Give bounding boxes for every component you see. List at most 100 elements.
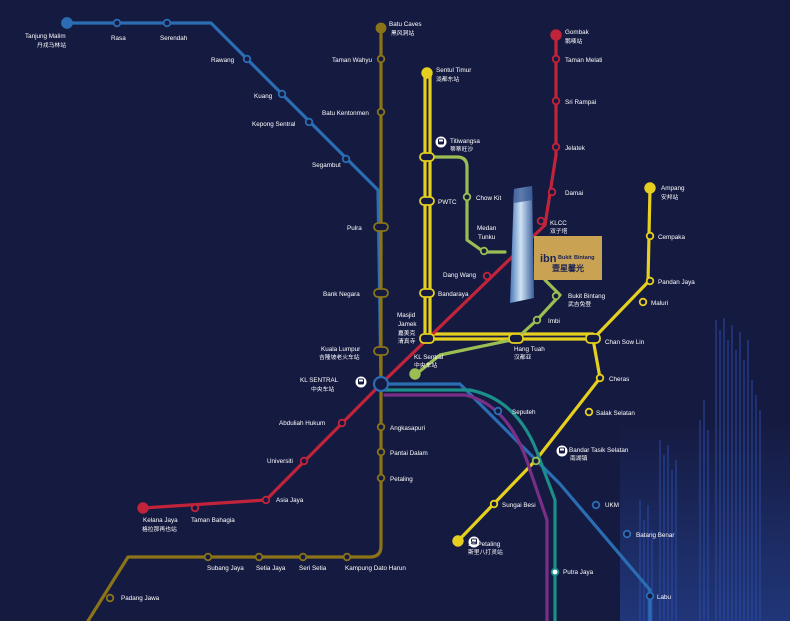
- landmark-brand-sub1: Bukit: [558, 255, 572, 261]
- label-ampang: Ampang: [661, 185, 685, 192]
- label-sentul-timur-cn: 泷都东站: [436, 75, 459, 83]
- label-batu-kentonmen: Batu Kentonmen: [322, 110, 369, 117]
- label-batang-benar: Batang Benar: [636, 532, 675, 539]
- label-masjid: Masjid: [397, 312, 416, 319]
- skyline-glow: [620, 420, 790, 621]
- interchange-marker: [373, 288, 389, 298]
- station-dot: [645, 276, 655, 286]
- station-dot: [462, 192, 472, 202]
- label-ukm: UKM: [605, 502, 619, 509]
- label-seputeh: Seputeh: [512, 409, 536, 416]
- station-dot: [342, 552, 352, 562]
- landmark-tower: ibn Bukit Bintang 壹星馨光: [510, 186, 602, 303]
- station-dot: [550, 29, 562, 41]
- station-dot: [341, 154, 351, 164]
- station-dot: [645, 231, 655, 241]
- label-kelana-jaya-cn: 格拉那再也站: [142, 525, 177, 533]
- station-dot: [137, 502, 149, 514]
- train-icon-bandar-tasik-selatan: [556, 445, 568, 457]
- station-dot: [591, 500, 601, 510]
- station-dot: [376, 473, 386, 483]
- label-kuang: Kuang: [254, 93, 273, 100]
- station-dot: [254, 552, 264, 562]
- label-titiwangsa-cn: 蒂蒂旺沙: [450, 145, 473, 153]
- station-dot: [482, 271, 492, 281]
- label-bandar-tasik-selatan-cn: 南湖镇: [570, 454, 588, 462]
- label-bukit-bintang-cn: 武吉免登: [568, 300, 591, 308]
- label-batu-caves-cn: 黑风洞站: [391, 29, 414, 37]
- interchange-marker: [508, 333, 524, 344]
- station-dot: [547, 187, 557, 197]
- label-pulra: Pulra: [347, 225, 362, 232]
- station-dot: [532, 315, 542, 325]
- station-dot: [584, 407, 594, 417]
- label-salak-selatan: Salak Selatan: [596, 410, 635, 417]
- landmark-brand: ibn: [540, 253, 557, 265]
- station-dot: [536, 216, 546, 226]
- label-universiti: Universiti: [267, 458, 293, 465]
- line-olive: [86, 23, 383, 621]
- label-sri-petaling-cn: 斯里八打灵站: [468, 548, 503, 556]
- label-tanjung-malim: Tanjung Malim: [25, 33, 66, 40]
- label-jamek: Jamek: [398, 321, 417, 328]
- station-dot: [376, 447, 386, 457]
- landmark-signboard: [534, 236, 602, 280]
- label-bandaraya: Bandaraya: [438, 291, 469, 298]
- station-dot: [61, 17, 73, 29]
- interchange-marker: [373, 222, 389, 232]
- label-setia-jaya: Setia Jaya: [256, 565, 286, 572]
- station-dot: [479, 246, 489, 256]
- station-dot: [531, 456, 541, 466]
- label-jelatek: Jelatek: [565, 145, 586, 152]
- label-klcc-cn: 双子塔: [550, 227, 568, 235]
- station-dot: [551, 291, 561, 301]
- station-dot: [550, 567, 560, 577]
- label-asia-jaya: Asia Jaya: [276, 497, 304, 504]
- label-subang-jaya: Subang Jaya: [207, 565, 244, 572]
- label-kl-sentral: KL SENTRAL: [300, 377, 339, 384]
- interchange-marker: [419, 196, 435, 206]
- label-gombak-cn: 鹅唛站: [565, 37, 583, 45]
- label-tunku: Tunku: [478, 234, 496, 241]
- label-kelana-jaya: Kelana Jaya: [143, 517, 178, 524]
- label-hang-tuah: Hang Tuah: [514, 346, 545, 353]
- line-purple: [383, 393, 549, 621]
- station-dot: [489, 499, 499, 509]
- label-taman-wahyu: Taman Wahyu: [332, 57, 373, 64]
- label-masjid-jamek-cn2: 清真寺: [398, 337, 416, 345]
- station-dot: [298, 552, 308, 562]
- label-bank-negara: Bank Negara: [323, 291, 360, 298]
- label-imbi: Imbi: [548, 318, 560, 325]
- line-yellow-branch: [456, 337, 602, 543]
- station-dot: [551, 54, 561, 64]
- label-padang-jawa: Padang Jawa: [121, 595, 160, 602]
- station-dot: [645, 591, 655, 601]
- label-maluri: Maluri: [651, 300, 668, 307]
- station-dot: [551, 142, 561, 152]
- label-batu-caves: Batu Caves: [389, 21, 422, 28]
- station-dot: [638, 297, 648, 307]
- label-ampang-cn: 安邦站: [661, 193, 679, 201]
- label-kepong-sentral: Kepong Sentral: [252, 121, 295, 128]
- label-kl-sentral-green: KL Sentral: [414, 354, 443, 361]
- label-kl-sentral-green-cn: 中央车站: [414, 361, 437, 369]
- label-abdullah-hukum: Abduliah Hukum: [279, 420, 325, 427]
- train-icon-sri-petaling: [468, 536, 480, 548]
- label-angkasapuri: Angkasapuri: [390, 425, 425, 432]
- station-dot: [299, 456, 309, 466]
- label-sungai-besi: Sungai Besi: [502, 502, 536, 509]
- station-dot: [304, 117, 314, 127]
- landmark-brand-cn: 壹星馨光: [552, 263, 584, 273]
- label-gombak: Gombak: [565, 29, 590, 36]
- label-pantai-dalam: Pantai Dalam: [390, 450, 428, 457]
- label-klcc: KLCC: [550, 220, 567, 227]
- interchange-marker: [585, 333, 601, 344]
- label-kuala-lumpur-cn: 吉隆坡老火车站: [319, 353, 360, 361]
- label-putra-jaya: Putra Jaya: [563, 569, 594, 576]
- label-damai: Damai: [565, 190, 583, 197]
- interchange-marker: [419, 333, 435, 344]
- label-pwtc: PWTC: [438, 199, 457, 206]
- interchange-marker: [373, 346, 389, 356]
- station-dot: [644, 182, 656, 194]
- label-medan: Medan: [477, 225, 497, 232]
